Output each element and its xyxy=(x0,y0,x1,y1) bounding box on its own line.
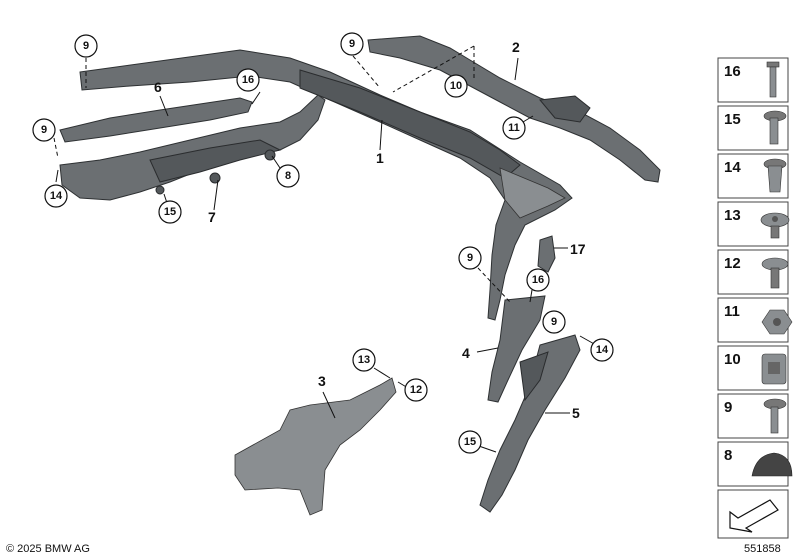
orientation-arrow xyxy=(717,489,789,539)
hex-nut-icon xyxy=(761,309,793,335)
circle-callout-15-a: 15 xyxy=(158,200,182,224)
callout-3: 3 xyxy=(318,373,326,389)
arrow-icon xyxy=(729,499,779,533)
circle-callout-11: 11 xyxy=(502,116,526,140)
callout-2: 2 xyxy=(512,39,520,55)
svg-text:14: 14 xyxy=(596,344,609,356)
callout-17: 17 xyxy=(570,241,586,257)
callout-4: 4 xyxy=(462,345,470,361)
legend-item-8: 8 xyxy=(717,441,793,487)
circle-callout-9-d: 9 xyxy=(458,246,482,270)
svg-text:10: 10 xyxy=(724,351,741,368)
legend-item-14: 14 xyxy=(717,153,789,199)
copyright-text: © 2025 BMW AG xyxy=(6,543,90,555)
svg-text:9: 9 xyxy=(724,399,732,416)
legend-item-12: 12 xyxy=(717,249,789,295)
circle-callout-9-c: 9 xyxy=(32,118,56,142)
part-17-clip xyxy=(537,235,556,273)
svg-text:15: 15 xyxy=(464,436,476,448)
svg-text:12: 12 xyxy=(724,255,741,272)
svg-text:8: 8 xyxy=(285,170,291,182)
callout-6: 6 xyxy=(154,79,162,95)
part-1-frame xyxy=(79,49,573,321)
part-number-labels: 1 2 3 4 5 6 7 17 xyxy=(154,39,586,421)
svg-text:8: 8 xyxy=(724,447,732,464)
svg-text:9: 9 xyxy=(83,40,89,52)
svg-text:9: 9 xyxy=(349,38,355,50)
circle-callout-15-b: 15 xyxy=(458,430,482,454)
legend-item-10: 10 xyxy=(717,345,789,391)
callout-7: 7 xyxy=(208,209,216,225)
part-4-strip xyxy=(487,295,546,403)
svg-text:16: 16 xyxy=(724,63,741,80)
svg-text:16: 16 xyxy=(532,274,544,286)
circle-callout-14-b: 14 xyxy=(590,338,614,362)
legend-item-9: 9 xyxy=(717,393,789,439)
circle-callout-9-a: 9 xyxy=(74,34,98,58)
circle-callout-16-a: 16 xyxy=(236,68,260,92)
legend-item-15: 15 xyxy=(717,105,789,151)
svg-text:14: 14 xyxy=(724,159,741,176)
legend-item-13: 13 xyxy=(717,201,790,247)
flange-screw-icon xyxy=(761,257,789,289)
circle-callout-8: 8 xyxy=(276,164,300,188)
svg-text:11: 11 xyxy=(724,303,740,320)
callout-1: 1 xyxy=(376,150,384,166)
cap-icon xyxy=(751,452,793,477)
screw-icon xyxy=(766,61,780,98)
circle-callout-16-b: 16 xyxy=(526,268,550,292)
bolt-icon xyxy=(763,110,787,145)
part-6-strip xyxy=(59,97,253,143)
svg-text:15: 15 xyxy=(724,111,741,128)
svg-text:11: 11 xyxy=(508,122,520,134)
svg-text:9: 9 xyxy=(551,316,557,328)
circle-callout-10: 10 xyxy=(444,74,468,98)
diagram-number: 551858 xyxy=(744,543,781,555)
circled-callouts: 9 9 9 9 9 10 11 16 16 8 14 14 15 15 13 1… xyxy=(32,32,614,454)
circle-callout-9-e: 9 xyxy=(542,310,566,334)
part-5-trim xyxy=(479,334,581,513)
svg-text:12: 12 xyxy=(410,384,422,396)
svg-text:16: 16 xyxy=(242,74,254,86)
svg-text:13: 13 xyxy=(724,207,741,224)
clip-nut-icon xyxy=(761,353,787,385)
svg-text:9: 9 xyxy=(41,124,47,136)
part-3-panel xyxy=(234,377,397,516)
circle-callout-9-b: 9 xyxy=(340,32,364,56)
legend-item-11: 11 xyxy=(717,297,793,343)
rivet-nut-icon xyxy=(763,158,787,193)
svg-text:10: 10 xyxy=(450,80,462,92)
svg-text:14: 14 xyxy=(50,190,63,202)
circle-callout-14-a: 14 xyxy=(44,184,68,208)
callout-5: 5 xyxy=(572,405,580,421)
svg-text:15: 15 xyxy=(164,206,176,218)
expanding-rivet-icon xyxy=(760,212,790,239)
circle-callout-13: 13 xyxy=(352,348,376,372)
svg-text:9: 9 xyxy=(467,252,473,264)
part-7-bracket xyxy=(59,94,326,201)
legend-item-16: 16 xyxy=(717,57,789,103)
fastener-legend: 16 15 14 13 12 11 xyxy=(717,57,793,539)
screw-icon xyxy=(763,398,787,434)
circle-callout-12: 12 xyxy=(404,378,428,402)
svg-text:13: 13 xyxy=(358,354,370,366)
